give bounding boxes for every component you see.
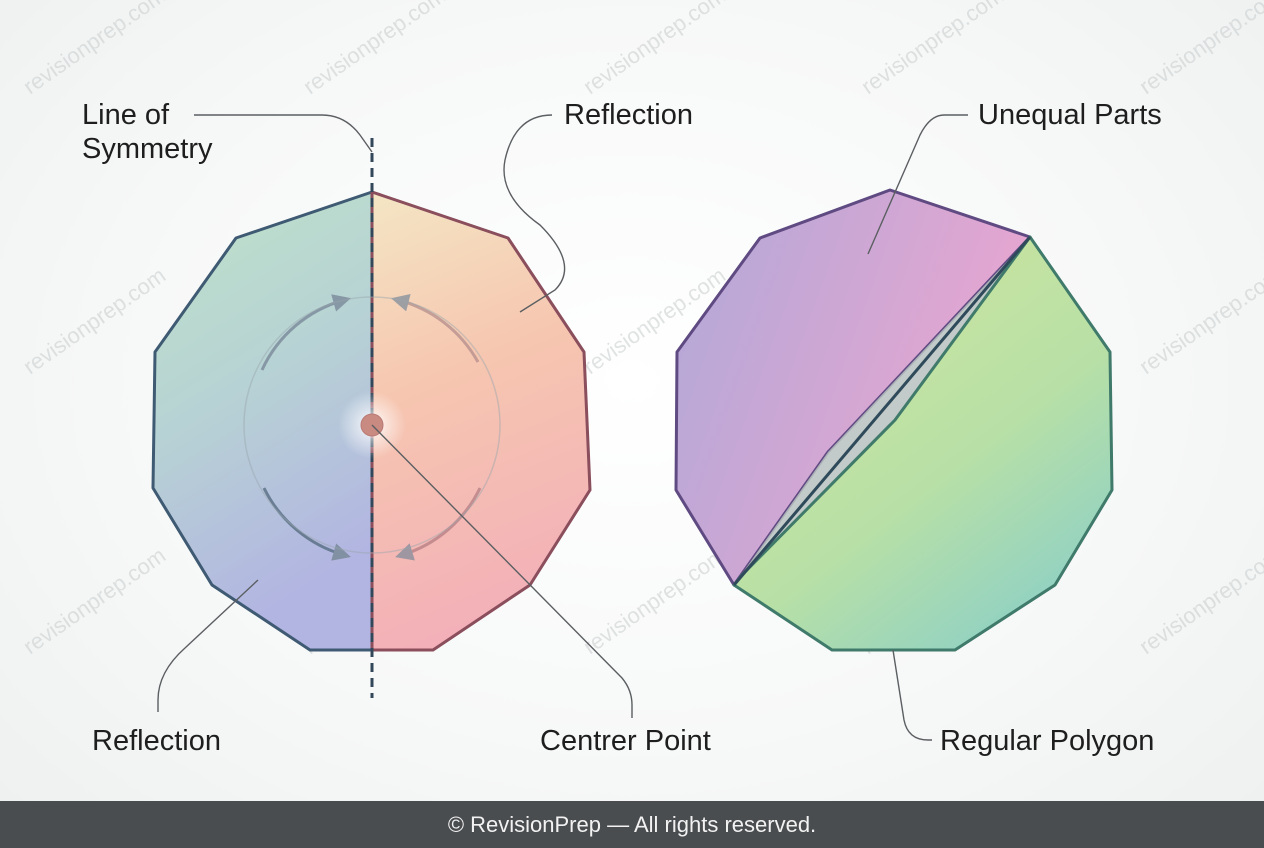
label-reflection-top: Reflection [564, 99, 693, 131]
symmetry-diagram: revisionprep.com revisionprep.com revision… [19, 0, 1264, 757]
leader-lines [157, 114, 968, 741]
rotation-arrow-top-right [391, 293, 480, 363]
watermark-text: revisionprep.com [19, 0, 171, 99]
watermark-text: revisionprep.com [19, 543, 171, 660]
watermark-text: revisionprep.com [579, 0, 731, 99]
copyright-footer: © RevisionPrep — All rights reserved. [0, 801, 1264, 848]
watermark-text: revisionprep.com [857, 0, 1009, 99]
watermark-text: revisionprep.com [19, 263, 171, 380]
label-line-of-symmetry-2: Symmetry [82, 133, 213, 165]
watermark-text: revisionprep.com [1135, 0, 1264, 99]
footer-text: © RevisionPrep — All rights reserved. [447, 811, 817, 837]
label-unequal-parts: Unequal Parts [978, 99, 1162, 131]
left-polygon [151, 138, 592, 698]
rotation-arrow-bottom-left [262, 487, 351, 561]
label-reflection-bottom: Reflection [92, 725, 221, 757]
leader-reflection-top [503, 114, 566, 313]
rotation-arrow-bottom-right [395, 487, 482, 561]
dividing-line [732, 236, 1032, 586]
label-regular-polygon: Regular Polygon [940, 725, 1154, 757]
watermark-text: revisionprep.com [299, 0, 451, 99]
left-half [151, 190, 374, 652]
leader-line-of-symmetry [194, 114, 373, 153]
watermark-text: revisionprep.com [1135, 543, 1264, 660]
leader-reflection-bottom [157, 579, 259, 712]
leader-centre-point [371, 424, 633, 718]
upper-unequal-part [674, 188, 1032, 587]
leader-unequal-parts [867, 114, 968, 255]
rotation-arrow-top-left [260, 294, 351, 371]
label-line-of-symmetry-1: Line of [82, 99, 170, 131]
watermark-text: revisionprep.com [1135, 263, 1264, 380]
right-half [370, 190, 592, 652]
rotation-circle [243, 296, 501, 554]
label-centre-point: Centrer Point [540, 725, 711, 757]
watermark-text: revisionprep.com [579, 543, 731, 660]
leader-regular-polygon [892, 649, 932, 741]
right-polygon [674, 188, 1114, 652]
